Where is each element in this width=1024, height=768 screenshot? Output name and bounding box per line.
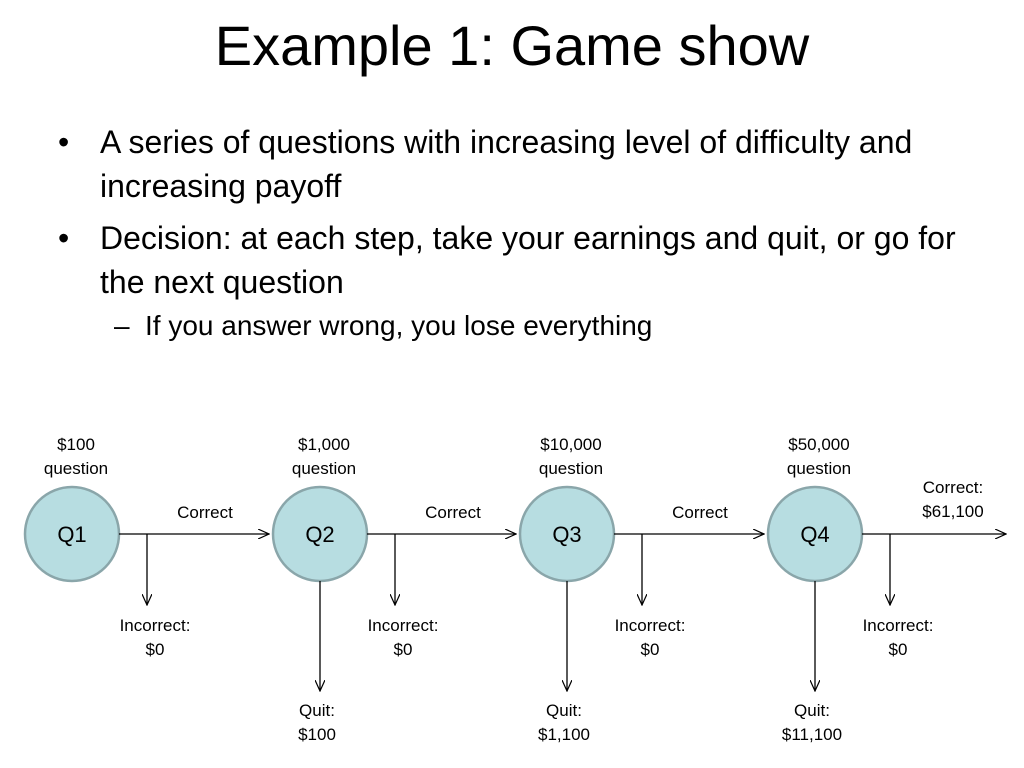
incorrect-payoff-label: $0 bbox=[641, 640, 660, 659]
bullet-text: A series of questions with increasing le… bbox=[100, 124, 913, 204]
incorrect-payoff-label: $0 bbox=[889, 640, 908, 659]
correct-label: Correct bbox=[672, 503, 728, 522]
correct-label: Correct: bbox=[923, 478, 983, 497]
sub-bullet-marker: – bbox=[114, 310, 130, 341]
sub-bullet-text: If you answer wrong, you lose everything bbox=[145, 310, 653, 341]
correct-payoff-label: $61,100 bbox=[922, 502, 983, 521]
question-value-caption: question bbox=[44, 459, 108, 478]
correct-label: Correct bbox=[425, 503, 481, 522]
slide-title: Example 1: Game show bbox=[214, 14, 810, 77]
correct-label: Correct bbox=[177, 503, 233, 522]
quit-label: Quit: bbox=[546, 701, 582, 720]
bullet-item: • Decision: at each step, take your earn… bbox=[58, 216, 958, 304]
question-value-caption: question bbox=[787, 459, 851, 478]
question-node-label: Q3 bbox=[552, 522, 581, 547]
quit-payoff-label: $11,100 bbox=[782, 725, 842, 744]
quit-payoff-label: $100 bbox=[298, 725, 336, 744]
bullet-list: • A series of questions with increasing … bbox=[58, 120, 958, 344]
incorrect-payoff-label: $0 bbox=[394, 640, 413, 659]
quit-label: Quit: bbox=[794, 701, 830, 720]
incorrect-label: Incorrect: bbox=[615, 616, 686, 635]
question-node-label: Q4 bbox=[800, 522, 829, 547]
question-node-label: Q1 bbox=[57, 522, 86, 547]
quit-label: Quit: bbox=[299, 701, 335, 720]
question-value-label: $10,000 bbox=[540, 435, 601, 454]
question-value-caption: question bbox=[539, 459, 603, 478]
incorrect-label: Incorrect: bbox=[368, 616, 439, 635]
question-value-caption: question bbox=[292, 459, 356, 478]
question-node-label: Q2 bbox=[305, 522, 334, 547]
question-value-label: $1,000 bbox=[298, 435, 350, 454]
bullet-marker: • bbox=[58, 124, 70, 160]
bullet-marker: • bbox=[58, 220, 70, 256]
bullet-text: Decision: at each step, take your earnin… bbox=[100, 220, 956, 300]
question-value-label: $100 bbox=[57, 435, 95, 454]
sub-bullet-item: – If you answer wrong, you lose everythi… bbox=[58, 308, 958, 344]
incorrect-payoff-label: $0 bbox=[146, 640, 165, 659]
quit-payoff-label: $1,100 bbox=[538, 725, 590, 744]
question-value-label: $50,000 bbox=[788, 435, 849, 454]
bullet-item: • A series of questions with increasing … bbox=[58, 120, 958, 208]
incorrect-label: Incorrect: bbox=[120, 616, 191, 635]
incorrect-label: Incorrect: bbox=[863, 616, 934, 635]
